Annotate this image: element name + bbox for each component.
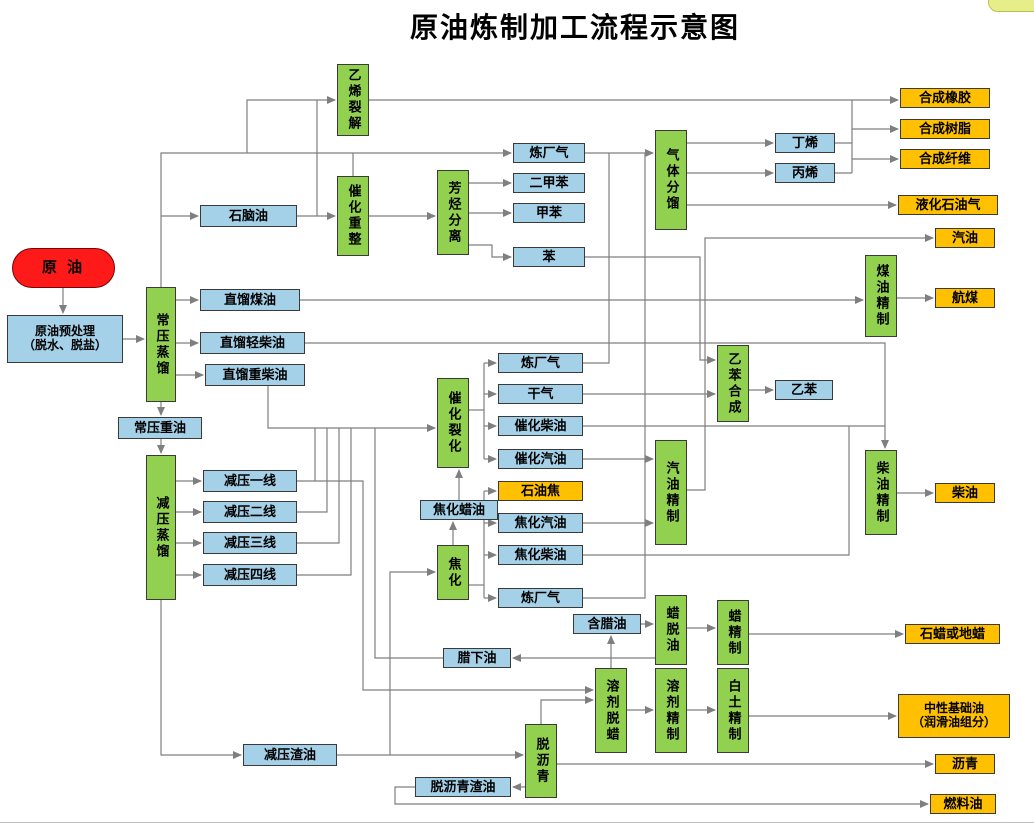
node-vacuum-line2: 减压二线	[203, 501, 297, 523]
node-deasphalting: 脱沥青	[525, 724, 557, 798]
node-catalytic-cracking: 催化裂化	[437, 378, 469, 468]
node-kerosene-refining: 煤油精制	[865, 255, 897, 337]
node-synthetic-fiber: 合成纤维	[900, 149, 990, 169]
node-petroleum-coke: 石油焦	[498, 481, 583, 501]
node-diesel-refining: 柴油精制	[865, 450, 897, 535]
node-ethylene-cracking: 乙烯裂解	[337, 64, 369, 136]
node-refinery-gas-mid: 炼厂气	[498, 353, 583, 373]
node-solvent-refining: 溶剂精制	[655, 668, 687, 753]
node-xylene: 二甲苯	[513, 173, 585, 193]
node-jet-fuel: 航煤	[935, 288, 995, 308]
node-coker-diesel: 焦化柴油	[498, 545, 583, 565]
node-coker-gasoil: 焦化蜡油	[420, 500, 498, 520]
node-ethylbenzene-synthesis: 乙苯合成	[717, 345, 749, 422]
node-refinery-gas-top: 炼厂气	[513, 143, 585, 163]
node-deasphalted-residue: 脱沥青渣油	[415, 777, 511, 797]
node-vacuum-residue: 减压渣油	[243, 744, 337, 766]
node-vacuum-line4: 减压四线	[203, 564, 297, 586]
node-vacuum-line1: 减压一线	[203, 470, 297, 492]
pretreatment-line1: 原油预处理	[34, 324, 95, 339]
node-foots-oil: 腊下油	[443, 648, 511, 668]
node-solvent-dewaxing: 溶剂脱蜡	[595, 668, 627, 753]
node-gasoline: 汽油	[935, 228, 995, 248]
node-paraffin-wax: 石蜡或地蜡	[905, 624, 1000, 644]
node-naphtha: 石脑油	[200, 205, 297, 227]
node-gas-fractionation: 气体分馏	[655, 130, 687, 230]
node-propylene: 丙烯	[775, 163, 835, 183]
pretreatment-line2: （脱水、脱盐）	[22, 338, 107, 352]
node-neutral-base-oil: 中性基础油 （润滑油组分）	[898, 694, 1010, 738]
node-crude-oil: 原 油	[12, 248, 115, 288]
node-toluene: 甲苯	[513, 203, 585, 223]
node-diesel: 柴油	[935, 483, 995, 503]
node-synthetic-rubber: 合成橡胶	[900, 88, 990, 108]
node-dry-gas: 干气	[498, 384, 583, 404]
node-vacuum-line3: 减压三线	[203, 532, 297, 554]
node-aromatics-separation: 芳烃分离	[437, 170, 469, 255]
node-pretreatment: 原油预处理 （脱水、脱盐）	[7, 315, 123, 363]
node-ethylbenzene: 乙苯	[775, 380, 833, 400]
node-gasoline-refining: 汽油精制	[655, 440, 687, 545]
node-catalytic-gasoline: 催化汽油	[498, 449, 583, 469]
node-sr-kerosene: 直馏煤油	[200, 289, 300, 311]
node-coking: 焦化	[437, 545, 469, 600]
corner-decoration	[988, 0, 1034, 12]
node-sr-heavy-diesel: 直馏重柴油	[205, 364, 305, 386]
node-catalytic-reforming: 催化重整	[337, 176, 369, 256]
node-sr-light-diesel: 直馏轻柴油	[200, 332, 305, 354]
node-clay-refining: 白土精制	[717, 668, 749, 753]
node-waxy-oil: 含腊油	[573, 614, 641, 634]
flow-arrows	[59, 96, 934, 808]
flow-junction-lines	[297, 100, 885, 659]
node-vacuum-distillation: 减压蒸馏	[146, 455, 176, 600]
node-butene: 丁烯	[775, 133, 835, 153]
node-asphalt: 沥青	[935, 754, 995, 774]
node-benzene: 苯	[513, 247, 585, 267]
base-oil-line1: 中性基础油	[923, 701, 984, 716]
node-catalytic-diesel: 催化柴油	[498, 416, 583, 436]
node-wax-deoiling: 蜡脱油	[655, 595, 687, 665]
node-atm-heavy-oil: 常压重油	[118, 417, 202, 439]
page-bottom-rule	[0, 822, 1034, 823]
node-fuel-oil: 燃料油	[930, 794, 996, 814]
node-synthetic-resin: 合成树脂	[900, 119, 990, 139]
node-lpg: 液化石油气	[898, 195, 998, 215]
node-coker-gasoline: 焦化汽油	[498, 513, 583, 533]
diagram-title: 原油炼制加工流程示意图	[409, 12, 740, 43]
node-refinery-gas-low: 炼厂气	[498, 588, 583, 608]
base-oil-line2: （润滑油组分）	[911, 715, 996, 729]
node-wax-refining: 蜡精制	[717, 600, 749, 665]
node-atmospheric-distillation: 常压蒸馏	[146, 287, 176, 402]
